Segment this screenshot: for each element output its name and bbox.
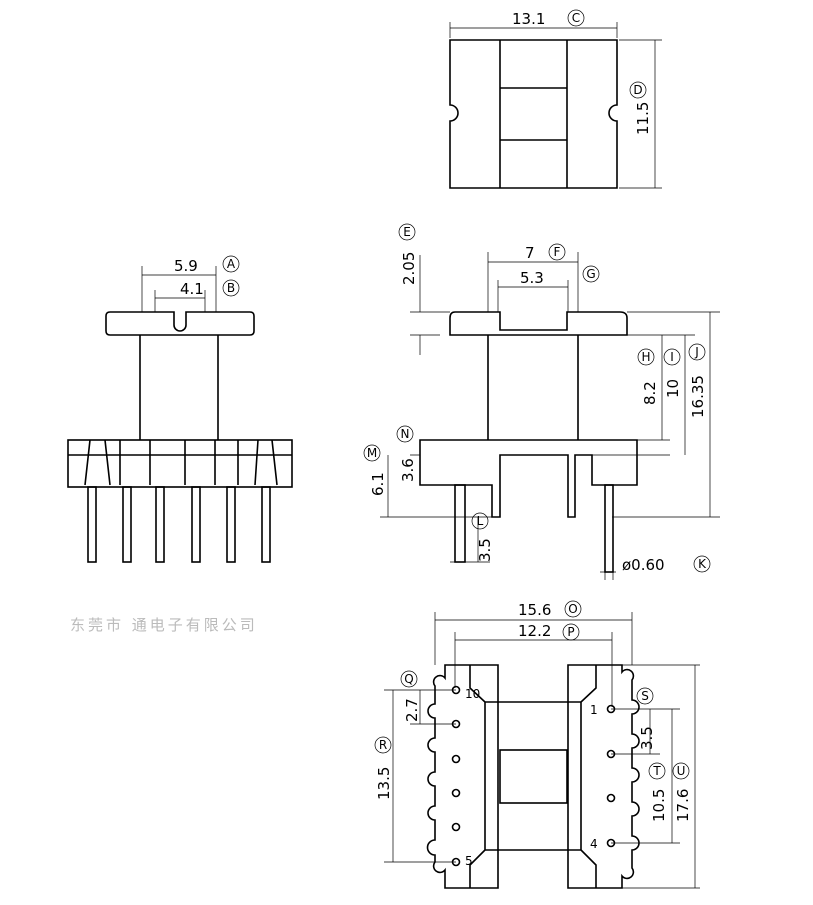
dim-S-value: 3.5: [638, 726, 656, 750]
dim-C-value: 13.1: [512, 10, 545, 28]
dim-B-value: 4.1: [180, 280, 204, 298]
front-view: 5.9 A 4.1 B: [67, 255, 293, 563]
dim-N-letter: N: [401, 427, 410, 441]
dim-H-value: 8.2: [641, 381, 659, 405]
dim-L-value: 3.5: [476, 538, 494, 562]
front-pins: [87, 486, 271, 563]
pin-label-10: 10: [465, 687, 480, 701]
bottom-view: 10 5 1 4 15.6 O 12.2 P Q 2.7 R 13.5 S 3.…: [374, 600, 700, 889]
dim-O-value: 15.6: [518, 601, 551, 619]
dim-E-letter: E: [403, 225, 411, 239]
dim-G-letter: G: [586, 267, 595, 281]
dim-Q-letter: Q: [404, 672, 413, 686]
dim-N-value: 3.6: [399, 458, 417, 482]
dim-U-value: 17.6: [674, 789, 692, 822]
dim-I-value: 10: [664, 379, 682, 398]
dim-K-value: ø0.60: [622, 556, 665, 574]
dim-I-letter: I: [670, 350, 674, 364]
dim-D-value: 11.5: [634, 102, 652, 135]
dim-A-value: 5.9: [174, 257, 198, 275]
dim-F-letter: F: [554, 245, 561, 259]
dim-S-letter: S: [641, 689, 649, 703]
dim-H-letter: H: [641, 350, 650, 364]
dim-F-value: 7: [525, 244, 535, 262]
dim-P-letter: P: [567, 625, 574, 639]
pin-label-4: 4: [590, 837, 598, 851]
dim-B-letter: B: [227, 281, 235, 295]
pin-label-5: 5: [465, 854, 473, 868]
dim-R-value: 13.5: [375, 767, 393, 800]
dim-L-letter: L: [477, 514, 484, 528]
dim-G-value: 5.3: [520, 269, 544, 287]
dim-M-value: 6.1: [369, 472, 387, 496]
dim-M-letter: M: [367, 446, 377, 460]
dim-T-letter: T: [652, 764, 661, 778]
pin-label-1: 1: [590, 703, 598, 717]
dim-A-letter: A: [227, 257, 236, 271]
dim-U-letter: U: [677, 764, 686, 778]
dim-R-letter: R: [379, 738, 387, 752]
side-view: 7 F 5.3 G E 2.05 H 8.2 I 10 J 16.35 N 3.…: [363, 223, 720, 580]
dim-J-letter: J: [694, 345, 699, 359]
dim-C-letter: C: [572, 11, 580, 25]
dim-J-value: 16.35: [689, 375, 707, 418]
dim-E-value: 2.05: [400, 252, 418, 285]
dim-O-letter: O: [568, 602, 577, 616]
watermark: 东莞市 通电子有限公司: [70, 616, 258, 634]
dim-D-letter: D: [633, 83, 642, 97]
dim-T-value: 10.5: [650, 789, 668, 822]
dim-K-letter: K: [698, 557, 707, 571]
dim-Q-value: 2.7: [403, 698, 421, 722]
top-view: 13.1 C 11.5 D: [449, 9, 662, 189]
dim-P-value: 12.2: [518, 622, 551, 640]
